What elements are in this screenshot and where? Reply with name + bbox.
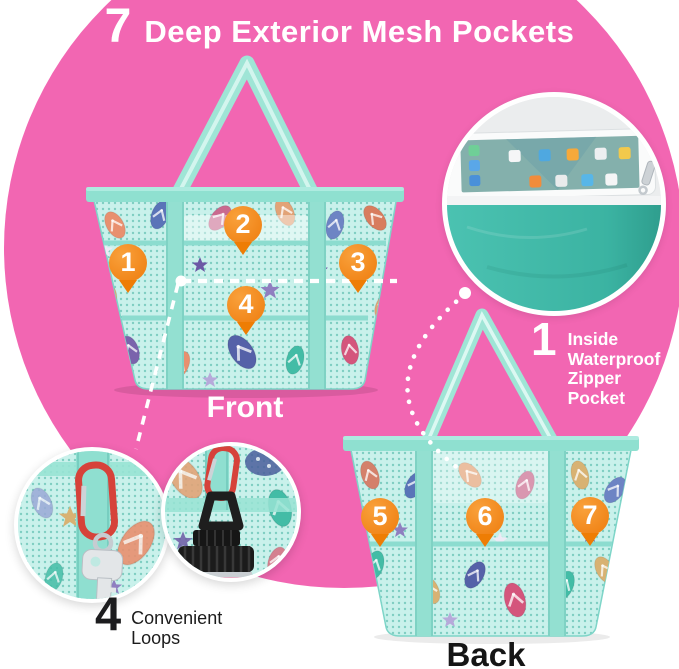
front-bag-handle [167, 55, 323, 206]
marker-number: 7 [582, 499, 598, 530]
callout-line: Zipper [567, 368, 622, 388]
bottle-body [182, 577, 250, 578]
marker-number: 1 [120, 246, 136, 277]
zipper-pull-icon [638, 160, 656, 195]
key-icon [81, 548, 124, 599]
tablet [447, 128, 657, 201]
title-text: Deep Exterior Mesh Pockets [144, 14, 575, 49]
carabiner-keys-scene [18, 451, 166, 599]
marker-pin-back-5: 5 [361, 498, 399, 536]
title-number: 7 [104, 0, 132, 53]
callout-line: Pocket [567, 387, 625, 408]
zipper-pocket-photo [442, 92, 666, 316]
marker-number: 4 [238, 288, 254, 319]
bottle-rim [180, 572, 252, 577]
bottle-holder-scene [165, 446, 297, 578]
callout-line: Convenient [131, 608, 223, 628]
marker-pin-back-7: 7 [571, 497, 609, 535]
back-bag-straps [415, 445, 566, 636]
page-title: 7 Deep Exterior Mesh Pockets [104, 0, 575, 53]
callout-line: Waterproof [567, 348, 661, 369]
marker-pin-front-4: 4 [227, 286, 265, 324]
loops-photo-carabiner-keys [14, 447, 170, 603]
marker-pin-front-1: 1 [109, 244, 147, 282]
tablet-app-icons [468, 145, 631, 188]
marker-number: 6 [477, 500, 493, 531]
front-label: Front [206, 391, 284, 424]
pocket-lip [447, 196, 661, 207]
marker-pin-back-6: 6 [466, 498, 504, 536]
back-bag-trim [343, 436, 639, 451]
back-label: Back [446, 636, 526, 669]
callout-line: Inside [567, 329, 619, 349]
marker-pin-front-3: 3 [339, 244, 377, 282]
callout-line: Loops [131, 627, 181, 648]
front-bag-trim [86, 187, 404, 202]
loops-callout: 4 Convenient Loops [95, 587, 223, 648]
callout-lines: Convenient Loops [131, 608, 223, 648]
callout-number: 4 [95, 587, 122, 640]
zipper-pocket-callout: 1 Inside Waterproof Zipper Pocket [531, 313, 661, 408]
marker-number: 5 [372, 500, 388, 531]
loops-photo-bottle-holder [161, 442, 301, 582]
callout-lines: Inside Waterproof Zipper Pocket [567, 329, 661, 408]
back-pocket-highlight [433, 448, 548, 503]
callout-number: 1 [531, 313, 557, 365]
marker-number: 3 [350, 246, 366, 277]
zipper-pocket-scene [447, 97, 661, 311]
bottle-cap-holder [178, 491, 254, 578]
marker-pin-front-2: 2 [224, 206, 262, 244]
marker-number: 2 [235, 208, 251, 239]
